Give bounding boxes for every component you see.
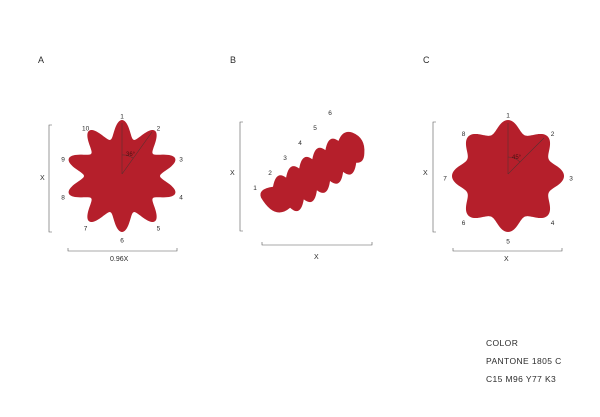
shape-b-width-label: X <box>314 254 319 261</box>
shape-a-width-label: 0.96X <box>110 256 129 263</box>
shape-c-number-4: 4 <box>551 220 555 227</box>
shape-b-height-label: X <box>230 170 235 177</box>
shape-b-number-1: 1 <box>253 185 257 192</box>
shape-c-angle-label: 45° <box>512 155 522 161</box>
shape-a-angle-arc <box>121 154 134 159</box>
shape-c-width-bracket <box>452 248 563 252</box>
shape-b-number-2: 2 <box>268 170 272 177</box>
shape-c-number-6: 6 <box>462 220 466 227</box>
shape-b-number-5: 5 <box>313 125 317 132</box>
shape-c-height-bracket <box>432 121 436 233</box>
shape-c-number-1: 1 <box>506 113 510 120</box>
shape-b-height-bracket <box>239 121 243 232</box>
shape-a-number-2: 2 <box>157 125 161 132</box>
shape-a-number-3: 3 <box>179 156 183 163</box>
shape-a-number-7: 7 <box>84 226 88 233</box>
shape-b-number-4: 4 <box>298 140 302 147</box>
shape-a-number-9: 9 <box>61 156 65 163</box>
shape-c-number-2: 2 <box>551 131 555 138</box>
shape-c-width-label: X <box>504 256 509 263</box>
shape-c-number-8: 8 <box>462 131 466 138</box>
shape-c-number-7: 7 <box>443 176 447 183</box>
color-cmyk: C15 M96 Y77 K3 <box>486 374 557 384</box>
shape-b-group: B 1 2 3 4 5 6 X X <box>230 55 373 261</box>
shape-c-guide-diagonal <box>507 137 545 175</box>
shape-b-number-6: 6 <box>328 110 332 117</box>
shape-a-number-5: 5 <box>157 226 161 233</box>
shape-c-number-5: 5 <box>506 239 510 246</box>
shape-a-group: A 36° 1 2 3 4 5 6 7 8 9 10 X 0.96X <box>38 55 183 263</box>
color-pantone: PANTONE 1805 C <box>486 356 562 366</box>
shape-a-height-label: X <box>40 175 45 182</box>
shape-a-number-6: 6 <box>120 238 124 245</box>
shape-a-number-1: 1 <box>120 114 124 121</box>
shape-c-flower <box>452 120 564 232</box>
shape-a-width-bracket <box>67 248 178 252</box>
shape-a-number-10: 10 <box>82 125 90 132</box>
shape-a-guide-diagonal <box>121 131 153 175</box>
shape-b-width-bracket <box>261 242 373 246</box>
shape-a-angle-label: 36° <box>126 152 136 158</box>
color-spec: COLOR PANTONE 1805 C C15 M96 Y77 K3 <box>486 334 562 388</box>
shape-a-number-8: 8 <box>61 195 65 202</box>
shape-c-number-3: 3 <box>569 176 573 183</box>
shape-a-number-4: 4 <box>179 195 183 202</box>
shape-c-label: C <box>423 55 430 65</box>
shape-c-height-label: X <box>423 170 428 177</box>
shape-b-number-3: 3 <box>283 155 287 162</box>
shape-c-angle-arc <box>507 156 521 163</box>
color-heading: COLOR <box>486 338 519 348</box>
shape-a-height-bracket <box>48 124 52 233</box>
shape-b-label: B <box>230 55 236 65</box>
shape-a-flower <box>68 120 176 232</box>
shape-b-wavy-bar <box>260 131 365 213</box>
shape-a-label: A <box>38 55 44 65</box>
shape-c-group: C 45° 1 2 3 4 5 6 7 8 X X <box>423 55 573 263</box>
